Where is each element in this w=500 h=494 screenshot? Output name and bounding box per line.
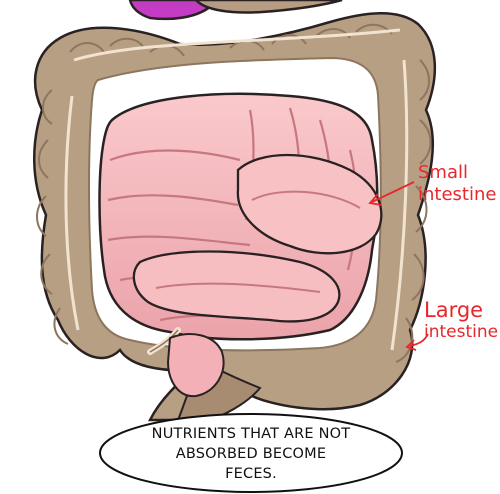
stomach-fragment <box>128 0 343 21</box>
small-intestine-label-line2: intestine <box>418 184 497 205</box>
caption-line1: NUTRIENTS THAT ARE NOT <box>151 426 351 442</box>
caption-bubble <box>99 413 403 493</box>
caption-text: NUTRIENTS THAT ARE NOT ABSORBED BECOME F… <box>100 414 402 494</box>
large-intestine-label-line2: intestine <box>424 322 499 342</box>
large-intestine-label-line1: Large <box>424 298 484 322</box>
caption-line2: ABSORBED BECOME <box>175 446 327 462</box>
arrows <box>368 181 429 351</box>
small-intestine-label-line1: Small <box>418 162 468 183</box>
caption-line3: FECES. <box>225 466 277 482</box>
small-intestine <box>98 92 383 398</box>
